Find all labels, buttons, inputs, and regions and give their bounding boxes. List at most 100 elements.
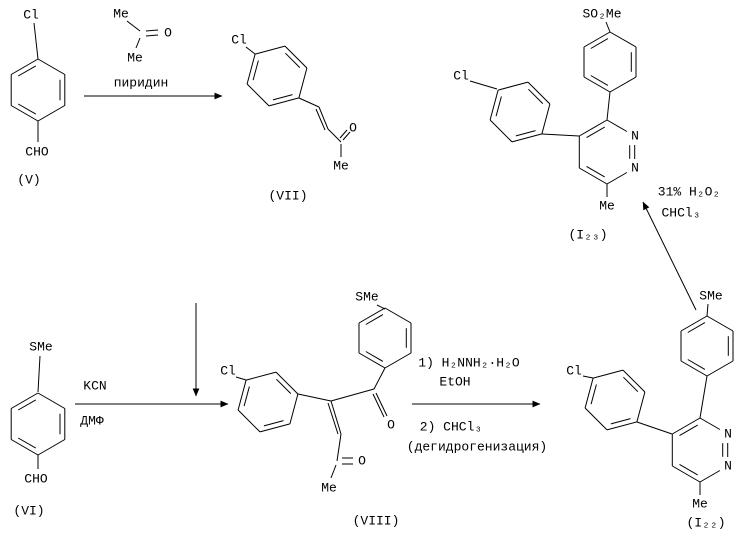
ring-bond	[706, 315, 734, 332]
benzene-ring	[10, 58, 66, 122]
bond	[605, 21, 611, 33]
ring-bond	[365, 351, 384, 362]
ring-bond	[623, 376, 639, 392]
ring-bond	[672, 417, 701, 435]
substituent-label-sme: SMe	[355, 290, 378, 305]
ring-bond	[679, 424, 698, 437]
compound-v: Cl CHO (V)	[10, 8, 66, 188]
bond	[469, 80, 498, 90]
substituent-label-cl: Cl	[231, 33, 247, 48]
bond	[541, 133, 580, 137]
ring-bond	[579, 167, 608, 185]
ring-bond	[289, 393, 299, 425]
compound-id-label: (V)	[17, 173, 40, 188]
ring-bond	[268, 97, 300, 107]
ring-bond	[10, 58, 39, 75]
substituent-label-so2me: SO₂Me	[582, 7, 621, 22]
ring-bond	[699, 470, 721, 483]
compound-vi: SMe CHO (VI)	[10, 340, 66, 519]
reagent-label-hydrazine: 1) H₂NNH₂·H₂O	[418, 356, 520, 371]
ring-bond	[17, 103, 37, 115]
reagent-label-dehydrogenation: (дегидрогенизация)	[407, 440, 547, 455]
bond	[298, 97, 320, 108]
compound-viii: Cl SMe O O Me (VIII)	[220, 290, 412, 529]
double-bond-line	[339, 129, 348, 139]
ring-bond	[606, 119, 628, 132]
ring-bond	[606, 172, 628, 185]
bond	[699, 375, 708, 419]
oxygen-label: O	[164, 26, 172, 41]
substituent-label-cl: Cl	[220, 364, 236, 379]
nitrogen-label: N	[631, 129, 639, 144]
bond	[33, 22, 39, 60]
reagent-acetone: Me O Me	[113, 7, 172, 66]
ring-bond	[243, 386, 250, 407]
benzene-ring	[10, 392, 66, 456]
substituent-label-cl: Cl	[566, 364, 582, 379]
benzene-ring	[358, 307, 412, 369]
ring-bond	[263, 420, 284, 427]
ring-bond	[541, 103, 551, 135]
ring-bond	[246, 53, 256, 85]
ring-bond	[272, 94, 293, 101]
bond	[135, 37, 141, 49]
ring-bond	[609, 76, 637, 93]
reaction-arrow-4: 31% H₂O₂ CHCl₃	[642, 185, 720, 311]
oxygen-label: O	[349, 121, 357, 136]
oxygen-label: O	[358, 454, 366, 469]
ring-bond	[298, 67, 308, 99]
double-bond-line	[145, 34, 159, 37]
substituent-label-cl: Cl	[453, 69, 469, 84]
ring-bond	[687, 359, 706, 370]
ring-bond	[237, 409, 261, 433]
ring-bond	[586, 126, 605, 139]
arrow-line	[642, 201, 697, 311]
reagent-label-pyridine: пиридин	[114, 76, 169, 91]
ring-bond	[590, 75, 609, 86]
bond	[706, 303, 709, 317]
ring-bond	[515, 130, 536, 137]
ring-bond	[365, 314, 384, 325]
substituent-label-cho: CHO	[24, 472, 48, 487]
ring-bond	[592, 369, 624, 379]
compound-id-label: (I₂₂)	[686, 516, 725, 531]
benzene-ring	[583, 31, 637, 93]
ring-bond	[17, 399, 37, 411]
ring-bond	[10, 105, 39, 122]
ring-bond	[528, 88, 544, 104]
compound-id-label: (I₂₃)	[568, 228, 607, 243]
bond	[37, 355, 41, 393]
ring-bond	[606, 421, 638, 431]
ring-bond	[259, 423, 291, 433]
compound-i22: SMe N N Cl Me (I₂₂)	[566, 289, 734, 531]
compound-id-label: (VIII)	[353, 514, 400, 529]
nitrogen-label: N	[631, 161, 639, 176]
reaction-arrow-2: KCN ДМФ	[75, 379, 229, 429]
bond	[336, 433, 342, 462]
ring-bond	[10, 439, 39, 456]
ring-bond	[706, 360, 734, 377]
bond	[636, 421, 673, 435]
double-bond-line	[318, 106, 329, 130]
ring-bond	[358, 352, 386, 369]
bond	[235, 376, 247, 381]
reagent-label-kcn: KCN	[83, 379, 106, 394]
ring-bond	[17, 65, 37, 77]
ring-bond	[284, 45, 308, 69]
nitrogen-label: N	[724, 427, 732, 442]
ring-bond	[254, 45, 286, 55]
ring-bond	[699, 417, 721, 430]
ring-bond	[680, 315, 708, 332]
reagent-label-dmf: ДМФ	[80, 414, 104, 429]
reagent-label-chloroform: CHCl₃	[661, 206, 700, 221]
ring-bond	[590, 384, 597, 405]
ring-bond	[584, 407, 608, 431]
ring-bond	[37, 105, 66, 122]
ring-bond	[579, 119, 608, 137]
bond	[327, 128, 342, 143]
benzene-ring	[584, 369, 646, 431]
substituent-label-cho: CHO	[25, 145, 49, 160]
bond	[373, 367, 386, 390]
pyridazine-ring	[671, 417, 729, 483]
